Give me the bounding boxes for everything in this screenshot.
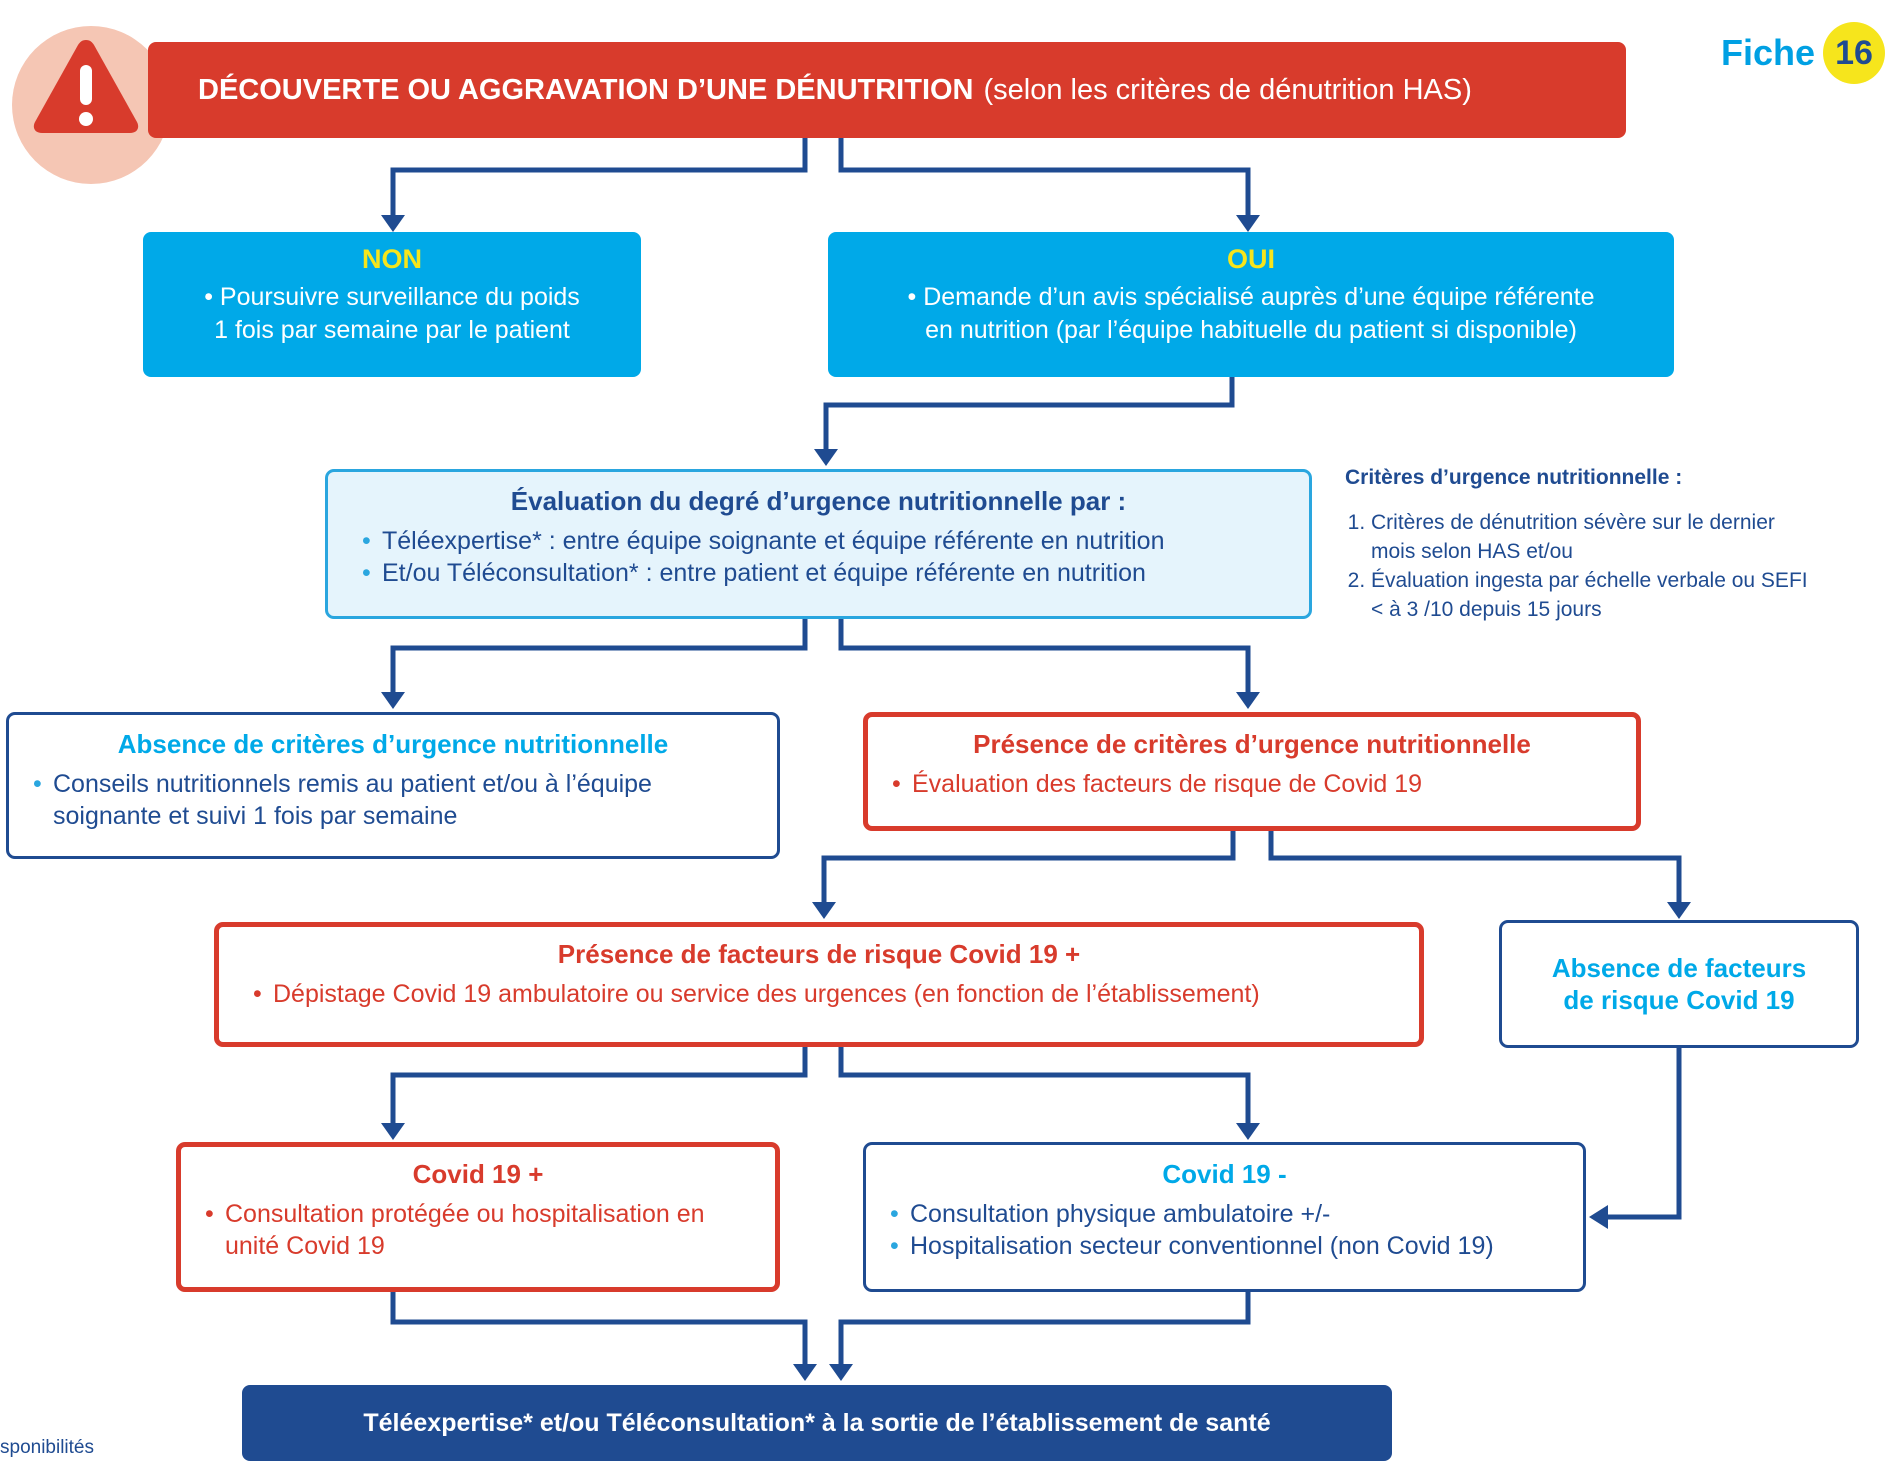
non-text: • Poursuivre surveillance du poids 1 foi… — [204, 283, 580, 344]
covid-negative-box: Covid 19 - Consultation physique ambulat… — [863, 1142, 1586, 1292]
final-label: Téléexpertise* et/ou Téléconsultation* à… — [363, 1408, 1271, 1437]
presence-risque-item: Dépistage Covid 19 ambulatoire ou servic… — [253, 978, 1395, 1010]
warning-triangle-icon — [33, 40, 139, 133]
arrowhead-final-left — [793, 1364, 817, 1381]
connector-presence-to-risque — [821, 831, 1236, 904]
evaluation-box: Évaluation du degré d’urgence nutritionn… — [325, 469, 1312, 619]
fiche-label: Fiche 16 — [1720, 22, 1885, 84]
arrowhead-oui — [1236, 215, 1260, 232]
arrowhead-absence-risque — [1667, 902, 1691, 919]
absence-urgence-box: Absence de critères d’urgence nutritionn… — [6, 712, 780, 859]
presence-risque-box: Présence de facteurs de risque Covid 19 … — [214, 922, 1424, 1047]
covid-negative-item: Consultation physique ambulatoire +/- — [890, 1198, 1559, 1230]
fiche-number: 16 — [1823, 22, 1885, 84]
connector-top-to-oui — [838, 138, 1251, 217]
connector-covid-pos-to-final — [390, 1291, 808, 1366]
oui-box: OUI • Demande d’un avis spécialisé auprè… — [828, 232, 1674, 377]
absence-urgence-title: Absence de critères d’urgence nutritionn… — [117, 729, 669, 759]
arrowhead-covid-neg-side — [1589, 1205, 1608, 1229]
connector-top-to-non — [390, 138, 808, 217]
presence-urgence-box: Présence de critères d’urgence nutrition… — [863, 712, 1641, 831]
covid-positive-list: Consultation protégée ou hospitalisation… — [205, 1198, 751, 1262]
arrowhead-absence — [381, 692, 405, 709]
covid-negative-title: Covid 19 - — [1162, 1159, 1287, 1189]
connector-oui-to-evaluation — [823, 377, 1235, 451]
evaluation-title: Évaluation du degré d’urgence nutritionn… — [510, 486, 1127, 516]
footnote-fragment: sponibilités — [0, 1437, 94, 1458]
top-banner: DÉCOUVERTE OU AGGRAVATION D’UNE DÉNUTRIT… — [148, 42, 1626, 138]
arrowhead-risque — [812, 902, 836, 919]
connector-absence-risque-to-covid-neg — [1605, 1047, 1682, 1220]
final-banner: Téléexpertise* et/ou Téléconsultation* à… — [242, 1385, 1392, 1461]
absence-risque-line2: de risque Covid 19 — [1563, 985, 1795, 1015]
absence-risque-line1: Absence de facteurs — [1551, 953, 1807, 983]
arrowhead-non — [381, 215, 405, 232]
fiche-text: Fiche — [1720, 32, 1815, 73]
connector-presence-to-absence-risque — [1268, 831, 1682, 904]
arrowhead-presence — [1236, 692, 1260, 709]
connector-evaluation-to-absence — [390, 618, 808, 694]
presence-risque-title: Présence de facteurs de risque Covid 19 … — [557, 939, 1081, 969]
evaluation-list: Téléexpertise* : entre équipe soignante … — [352, 525, 1285, 589]
connector-risque-to-covid-pos — [390, 1047, 808, 1125]
non-title: NON — [362, 244, 422, 274]
absence-risque-box: Absence de facteurs de risque Covid 19 — [1499, 920, 1859, 1048]
non-line2: 1 fois par semaine par le patient — [214, 316, 570, 344]
evaluation-item: Téléexpertise* : entre équipe soignante … — [362, 525, 1285, 557]
non-box: NON • Poursuivre surveillance du poids 1… — [143, 232, 641, 377]
presence-risque-list: Dépistage Covid 19 ambulatoire ou servic… — [243, 978, 1395, 1010]
oui-title: OUI — [1226, 244, 1275, 274]
criteria-list: Critères de dénutrition sévère sur le de… — [1345, 508, 1815, 624]
absence-urgence-list: Conseils nutritionnels remis au patient … — [33, 768, 753, 832]
covid-negative-list: Consultation physique ambulatoire +/- Ho… — [890, 1198, 1559, 1262]
criteria-title: Critères d’urgence nutritionnelle : — [1345, 466, 1683, 489]
covid-positive-title: Covid 19 + — [412, 1159, 544, 1189]
arrowhead-final-right — [829, 1364, 853, 1381]
covid-negative-item: Hospitalisation secteur conventionnel (n… — [890, 1230, 1559, 1262]
arrowhead-evaluation — [814, 449, 838, 466]
oui-line2: en nutrition (par l’équipe habituelle du… — [925, 316, 1577, 344]
oui-line1: Demande d’un avis spécialisé auprès d’un… — [923, 283, 1595, 311]
presence-urgence-item: Évaluation des facteurs de risque de Cov… — [892, 768, 1612, 800]
arrowhead-covid-pos — [381, 1123, 405, 1140]
criteria-note: Critères d’urgence nutritionnelle : Crit… — [1345, 466, 1815, 624]
absence-urgence-item: Conseils nutritionnels remis au patient … — [33, 768, 753, 832]
top-banner-subtitle: (selon les critères de dénutrition HAS) — [983, 73, 1472, 106]
criteria-item: Évaluation ingesta par échelle verbale o… — [1371, 566, 1815, 624]
connector-covid-neg-to-final — [838, 1291, 1251, 1366]
covid-positive-box: Covid 19 + Consultation protégée ou hosp… — [176, 1142, 780, 1292]
connector-evaluation-to-presence — [838, 618, 1251, 694]
presence-urgence-title: Présence de critères d’urgence nutrition… — [973, 729, 1531, 759]
oui-text: • Demande d’un avis spécialisé auprès d’… — [907, 283, 1595, 344]
evaluation-item: Et/ou Téléconsultation* : entre patient … — [362, 557, 1285, 589]
connector-risque-to-covid-neg — [838, 1047, 1251, 1125]
non-line1: Poursuivre surveillance du poids — [219, 283, 580, 311]
arrowhead-covid-neg — [1236, 1123, 1260, 1140]
criteria-item: Critères de dénutrition sévère sur le de… — [1371, 508, 1815, 566]
presence-urgence-list: Évaluation des facteurs de risque de Cov… — [892, 768, 1612, 800]
top-banner-title: DÉCOUVERTE OU AGGRAVATION D’UNE DÉNUTRIT… — [198, 73, 974, 106]
covid-positive-item: Consultation protégée ou hospitalisation… — [205, 1198, 751, 1262]
